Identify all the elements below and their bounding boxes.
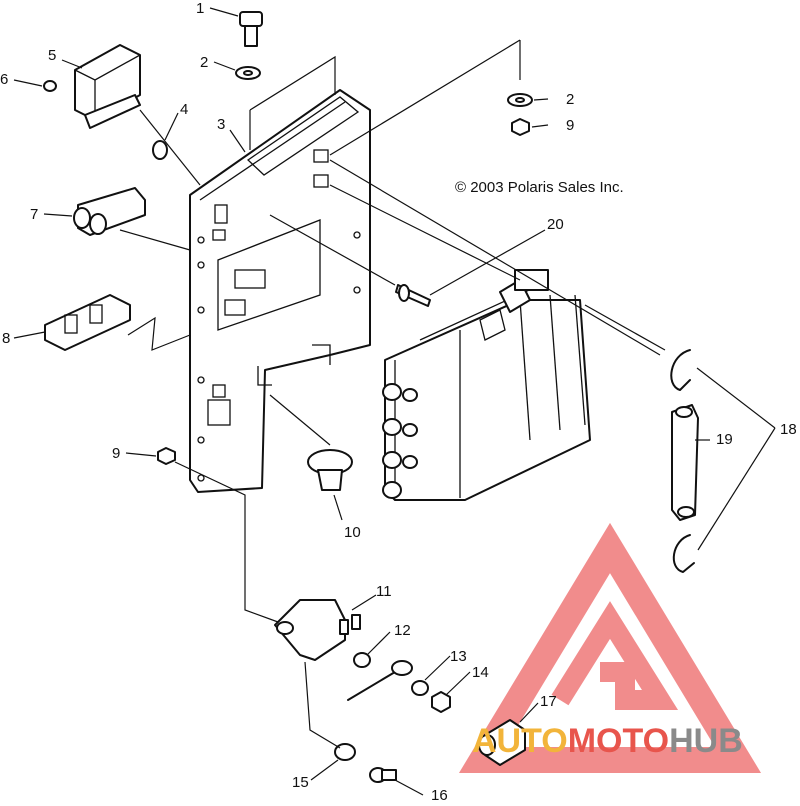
lockwasher-part-12 <box>353 652 371 668</box>
callout-19: 19 <box>716 431 733 448</box>
callout-2-top: 2 <box>200 54 208 71</box>
solenoid-part-11 <box>274 599 361 661</box>
copyright-notice: © 2003 Polaris Sales Inc. <box>455 179 624 196</box>
spacer-part-4 <box>152 140 168 160</box>
watermark-moto: MOTO <box>568 722 669 760</box>
bolt-part-1 <box>239 11 263 47</box>
callout-2-right: 2 <box>566 91 574 108</box>
callout-11: 11 <box>376 583 392 600</box>
watermark-hub: HUB <box>669 722 743 760</box>
pin-part-20 <box>395 284 431 307</box>
callout-12: 12 <box>394 622 411 639</box>
washer-part-2-top-hole <box>243 70 253 76</box>
callout-4: 4 <box>180 101 188 118</box>
strap-part-19 <box>671 404 699 521</box>
fuse-block-part-8 <box>44 294 131 351</box>
washer-part-13 <box>411 680 429 696</box>
callout-20: 20 <box>547 216 564 233</box>
nut-part-9-left <box>157 447 176 465</box>
callout-8: 8 <box>2 330 10 347</box>
bolt-part-16 <box>369 767 397 783</box>
callout-1: 1 <box>196 0 204 17</box>
callout-9-left: 9 <box>112 445 120 462</box>
hook-part-18-top <box>670 349 691 391</box>
callout-16: 16 <box>431 787 448 801</box>
relay-part-5 <box>74 44 141 129</box>
watermark-wordmark: AUTOMOTOHUB <box>472 722 743 760</box>
callout-3: 3 <box>217 116 225 133</box>
washer-part-6 <box>43 80 57 92</box>
callout-10: 10 <box>344 524 361 541</box>
callout-13: 13 <box>450 648 467 665</box>
cable-eyelet <box>347 671 396 701</box>
fuse-holder-part-7 <box>73 187 146 236</box>
mounting-plate <box>189 89 371 493</box>
callout-7: 7 <box>30 206 38 223</box>
watermark-logo <box>458 522 762 773</box>
callout-18: 18 <box>780 421 797 438</box>
cable-eyelet-ring <box>391 660 413 676</box>
boot-part-17 <box>478 719 526 766</box>
watermark-auto: AUTO <box>472 722 568 760</box>
callout-5: 5 <box>48 47 56 64</box>
electronics-module <box>382 269 591 501</box>
hook-part-18-bottom <box>672 534 695 573</box>
callout-9-right: 9 <box>566 117 574 134</box>
callout-15: 15 <box>292 774 309 791</box>
clamp-part-10 <box>307 449 353 491</box>
callout-6: 6 <box>0 71 8 88</box>
washer-part-2-right-hole <box>515 97 525 103</box>
callout-14: 14 <box>472 664 489 681</box>
callout-17: 17 <box>540 693 557 710</box>
nut-part-14 <box>431 691 451 713</box>
leader-lines <box>13 7 776 796</box>
nut-part-9-right <box>511 118 530 136</box>
